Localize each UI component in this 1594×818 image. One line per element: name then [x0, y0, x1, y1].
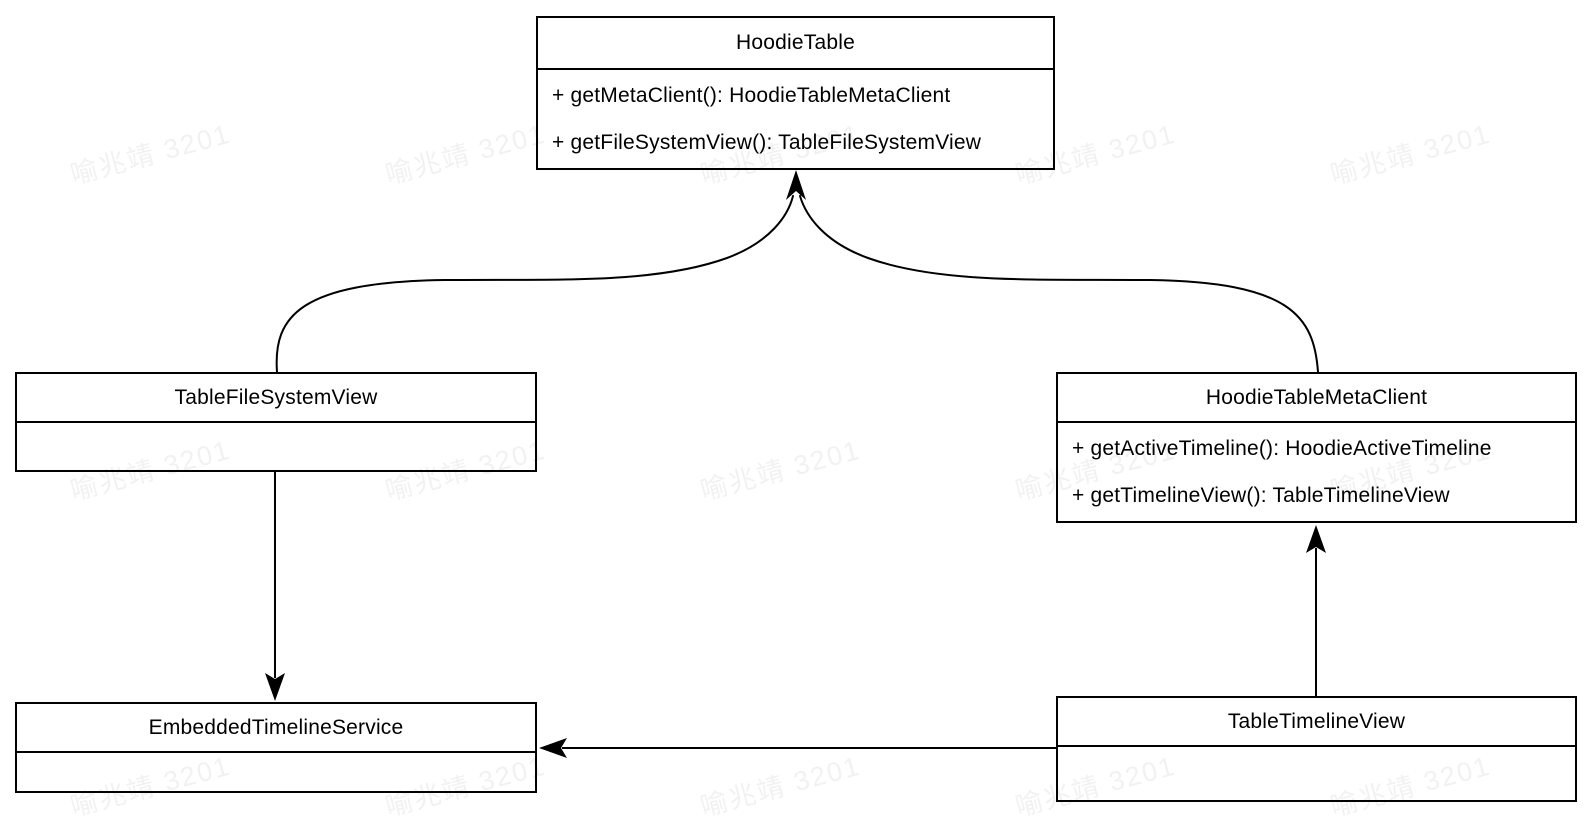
method-get-timeline-view: + getTimelineView(): TableTimelineView — [1072, 483, 1450, 507]
class-empty-section — [1058, 747, 1575, 800]
arrowhead-into-hoodietable — [786, 170, 806, 200]
arrowhead-into-embeddedtimelineservice-top — [265, 673, 285, 701]
method-get-file-system-view: + getFileSystemView(): TableFileSystemVi… — [552, 130, 982, 154]
class-title-table-file-system-view: TableFileSystemView — [17, 374, 535, 423]
class-box-hoodie-table: HoodieTable + getMetaClient(): HoodieTab… — [536, 16, 1055, 170]
class-title-hoodie-table-meta-client: HoodieTableMetaClient — [1058, 374, 1575, 423]
arrowhead-into-hoodietablemetaclient-bottom — [1306, 525, 1326, 553]
method-get-active-timeline: + getActiveTimeline(): HoodieActiveTimel… — [1072, 436, 1492, 460]
class-title-table-timeline-view: TableTimelineView — [1058, 698, 1575, 747]
class-title-hoodie-table: HoodieTable — [538, 18, 1053, 70]
class-box-hoodie-table-meta-client: HoodieTableMetaClient + getActiveTimelin… — [1056, 372, 1577, 523]
class-box-embedded-timeline-service: EmbeddedTimelineService — [15, 702, 537, 793]
class-methods-hoodie-table: + getMetaClient(): HoodieTableMetaClient… — [538, 70, 1053, 168]
edge-hoodietablemetaclient-to-hoodietable — [799, 195, 1319, 373]
class-methods-hoodie-table-meta-client: + getActiveTimeline(): HoodieActiveTimel… — [1058, 423, 1575, 521]
class-title-embedded-timeline-service: EmbeddedTimelineService — [17, 704, 535, 753]
class-empty-section — [17, 753, 535, 791]
method-get-meta-client: + getMetaClient(): HoodieTableMetaClient — [552, 83, 951, 107]
class-empty-section — [17, 423, 535, 470]
class-box-table-timeline-view: TableTimelineView — [1056, 696, 1577, 802]
class-box-table-file-system-view: TableFileSystemView — [15, 372, 537, 472]
arrowhead-into-embeddedtimelineservice-right — [539, 738, 567, 758]
edge-tablefilesystemview-to-hoodietable — [275, 195, 794, 373]
